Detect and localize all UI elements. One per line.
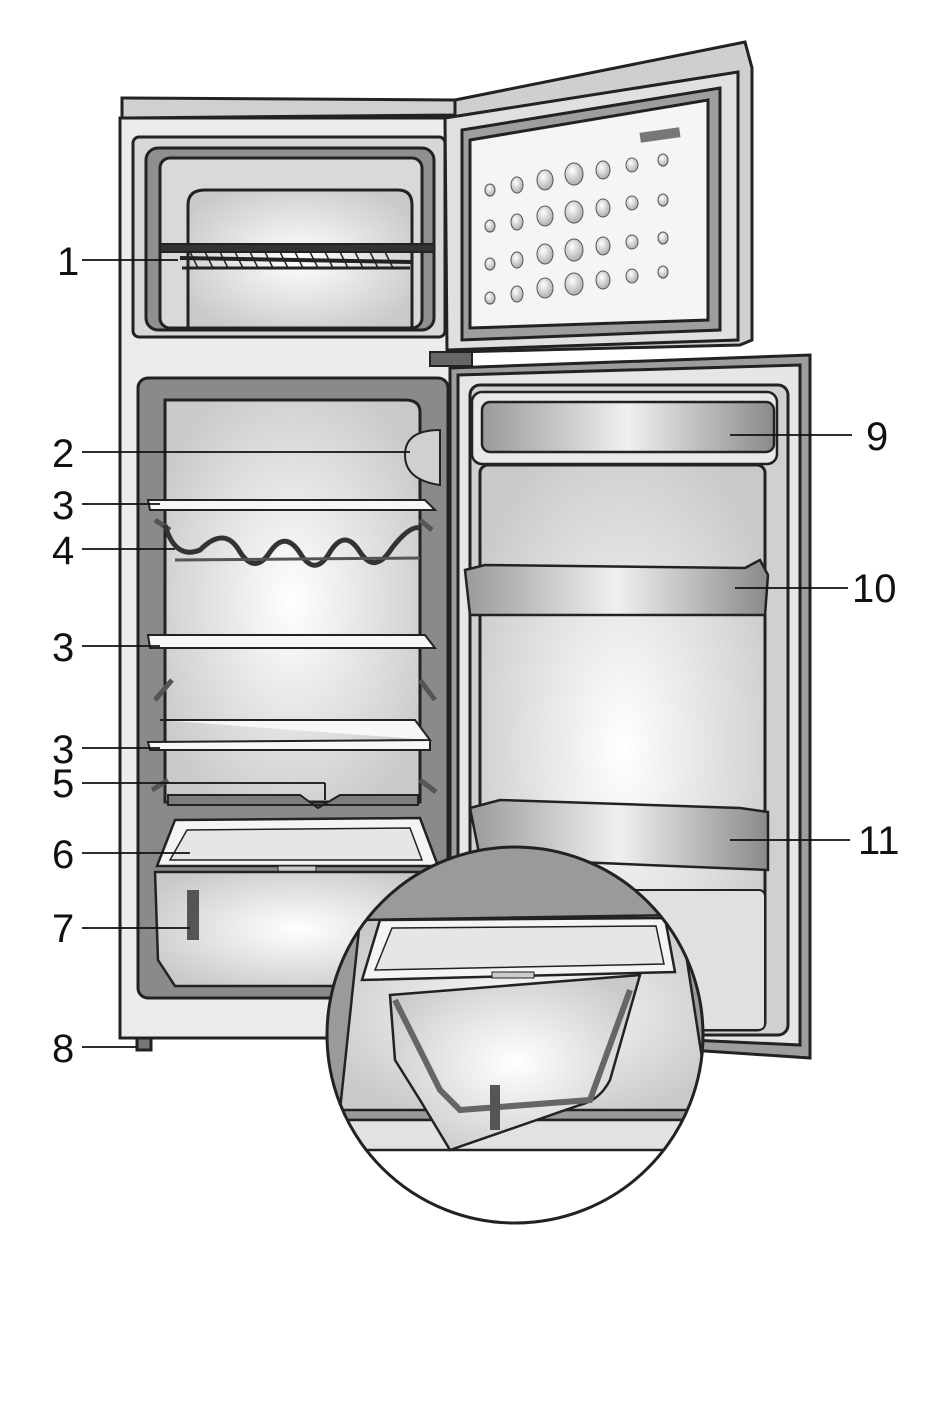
door-shelf-upper [465, 560, 768, 615]
callout-11: 11 [858, 819, 900, 863]
callout-1: 1 [57, 240, 79, 284]
callout-10: 10 [852, 567, 897, 611]
callout-6: 6 [52, 833, 74, 877]
middle-hinge [430, 352, 472, 366]
freezer-door [445, 42, 752, 352]
callout-2: 2 [52, 432, 74, 476]
callout-3-upper: 3 [52, 484, 74, 528]
callout-4: 4 [52, 529, 74, 573]
callout-8: 8 [52, 1027, 74, 1071]
callout-3-middle: 3 [52, 626, 74, 670]
door-compartment [472, 392, 777, 464]
callout-7: 7 [52, 907, 74, 951]
callout-9: 9 [866, 415, 888, 459]
callout-5: 5 [52, 762, 74, 806]
